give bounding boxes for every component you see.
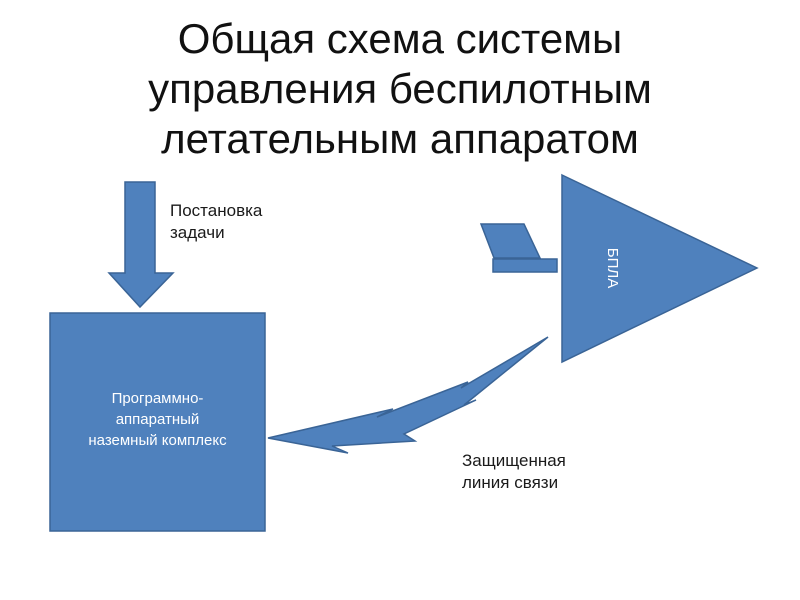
task-input-label-line-2: задачи [170,223,225,242]
ground-complex-line-3: наземный комплекс [88,432,227,449]
ground-complex-line-2: аппаратный [115,411,200,428]
title-line-1: Общая схема системы [177,15,623,62]
slide-title: Общая схема системы управления беспилотн… [0,14,800,164]
task-input-label: Постановка задачи [170,200,262,244]
uav-triangle [561,173,759,364]
laptop-base [492,258,558,273]
uav-label: БПЛА [604,247,621,289]
secure-link-bolt [267,336,549,454]
task-input-arrow [107,181,175,309]
ground-complex-box [49,312,266,532]
secure-link-label: Защищенная линия связи [462,450,566,494]
ground-complex-line-1: Программно- [111,390,204,407]
title-line-2: управления беспилотным [148,65,652,112]
ground-complex-label: Программно- аппаратный наземный комплекс [50,388,265,451]
secure-link-label-line-2: линия связи [462,473,559,492]
laptop-screen [479,223,542,259]
secure-link-label-line-1: Защищенная [462,451,566,470]
title-line-3: летательным аппаратом [161,115,639,162]
task-input-label-line-1: Постановка [170,201,263,220]
